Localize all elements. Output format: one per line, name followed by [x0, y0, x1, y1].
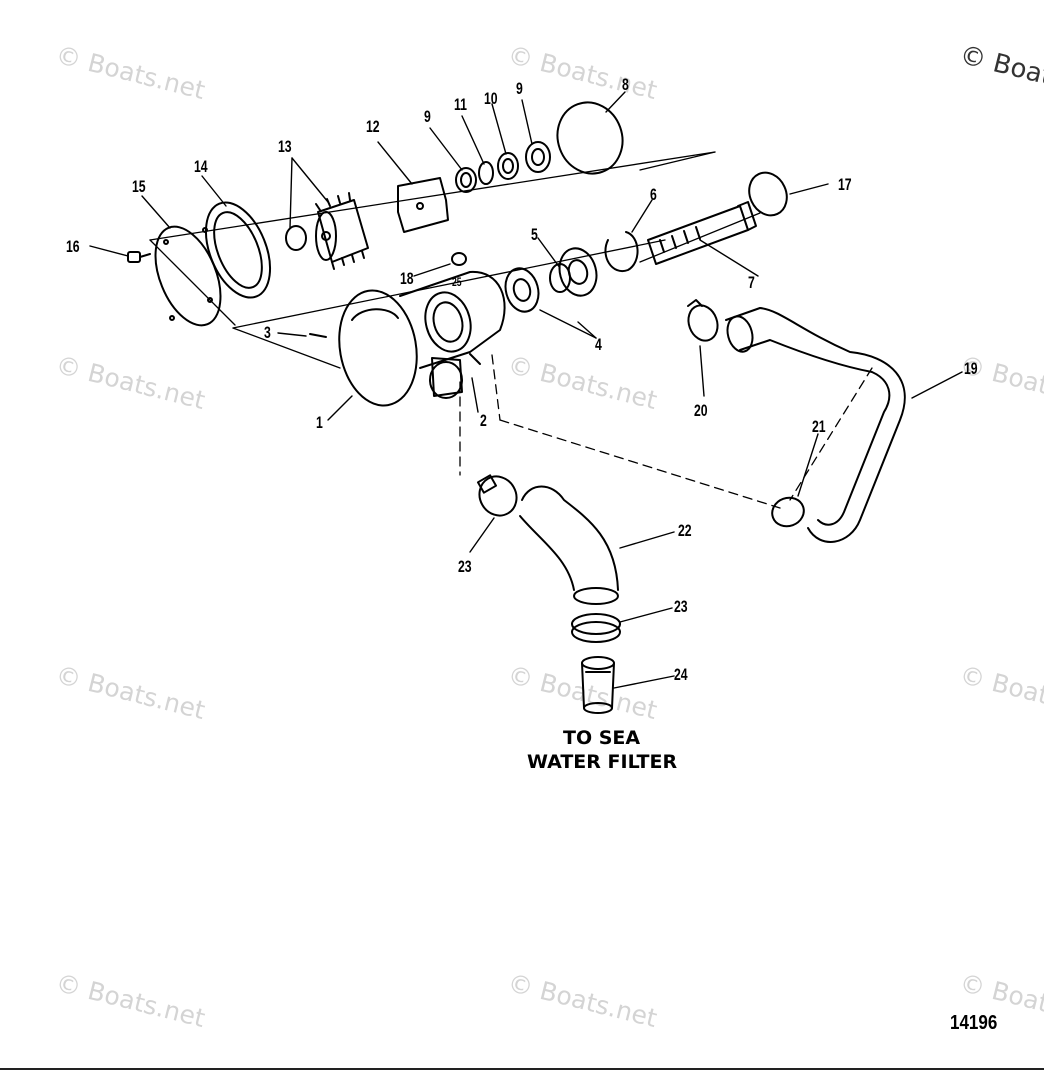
part-23-clamp-lower: [571, 613, 621, 643]
part-14-gasket: [204, 201, 272, 299]
part-20-hose-clamp: [687, 299, 719, 342]
callout-15: 15: [132, 177, 146, 196]
callout-18: 18: [400, 269, 414, 288]
callout-7: 7: [748, 273, 755, 292]
part-6-snap-ring: [604, 231, 639, 273]
callout-6: 6: [650, 185, 657, 204]
part-10-seal: [497, 152, 519, 180]
callout-9-inner: 9: [424, 107, 431, 126]
callout-11: 11: [454, 95, 467, 114]
callout-1: 1: [316, 413, 323, 432]
part-18-nut: [451, 252, 467, 266]
part-9-seal-outer: [525, 141, 551, 173]
callout-10: 10: [484, 89, 498, 108]
part-5-bearing: [549, 247, 598, 297]
callout-23-upper: 23: [458, 557, 472, 576]
callout-24: 24: [674, 665, 688, 684]
part-7-shaft: [647, 201, 757, 265]
caption-line-1: TO SEA: [563, 727, 641, 749]
part-12-wear-plate: [397, 177, 449, 233]
part-8-o-ring: [556, 101, 624, 175]
callout-14: 14: [194, 157, 208, 176]
callout-13: 13: [278, 137, 292, 156]
callout-3: 3: [264, 323, 271, 342]
leader-lines: [89, 91, 963, 689]
part-9-seal-inner: [455, 167, 477, 193]
bottom-border: [0, 1068, 1044, 1070]
callout-19: 19: [964, 359, 978, 378]
callout-16: 16: [66, 237, 80, 256]
part-1-pump-housing: [338, 270, 506, 407]
callout-22: 22: [678, 521, 692, 540]
callout-9-outer: 9: [516, 79, 523, 98]
callout-2: 2: [480, 411, 487, 430]
callout-5: 5: [531, 225, 538, 244]
part-19-hose: [725, 307, 906, 543]
part-23-clamp-upper: [476, 474, 518, 517]
part-22-elbow-hose: [519, 485, 619, 605]
part-17-ring: [748, 171, 788, 217]
part-3-pin: [309, 333, 327, 338]
part-11-ring: [478, 161, 494, 185]
assembly-reference-lines: [149, 151, 873, 509]
callout-21: 21: [812, 417, 826, 436]
callout-8: 8: [622, 75, 629, 94]
part-24-fitting: [581, 656, 615, 714]
figure-number: 14196: [950, 1012, 998, 1034]
part-4-bearing: [504, 267, 540, 313]
callout-25: 25: [452, 275, 462, 289]
callout-17: 17: [838, 175, 852, 194]
callout-23-lower: 23: [674, 597, 688, 616]
part-16-screw: [127, 251, 151, 263]
callout-4: 4: [595, 335, 602, 354]
caption-line-2: WATER FILTER: [527, 751, 678, 773]
part-21-clamp: [771, 496, 805, 528]
callout-12: 12: [366, 117, 380, 136]
callout-20: 20: [694, 401, 708, 420]
part-13-impeller: [285, 192, 369, 270]
